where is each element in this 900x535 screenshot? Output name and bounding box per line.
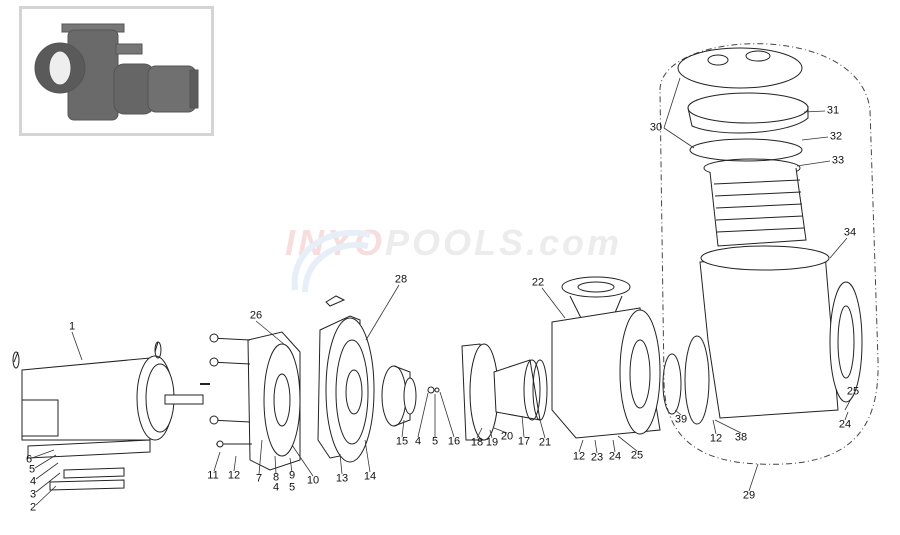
part-callout-5b: 5	[288, 481, 296, 494]
part-callout-12b: 12	[572, 450, 586, 463]
part-callout-1: 1	[68, 320, 76, 333]
volute-housing-drawing-icon	[551, 276, 682, 439]
seal-housing-drawing-icon	[317, 295, 375, 463]
part-callout-29: 29	[742, 489, 756, 502]
part-callout-14: 14	[363, 470, 377, 483]
part-callout-31: 31	[826, 104, 840, 117]
part-callout-16: 16	[447, 435, 461, 448]
part-callout-19: 19	[485, 436, 499, 449]
part-callout-11: 11	[207, 469, 219, 482]
part-callout-28: 28	[394, 273, 408, 286]
part-callout-26: 26	[249, 309, 263, 322]
part-callout-12a: 12	[227, 469, 241, 482]
part-callout-24a: 24	[608, 450, 622, 463]
lid-ring-drawing-icon	[677, 47, 809, 162]
leader-lines	[31, 77, 853, 506]
part-callout-8: 8	[272, 471, 280, 484]
part-callout-9: 9	[288, 469, 296, 482]
part-callout-25b: 25	[846, 385, 860, 398]
part-callout-21: 21	[538, 436, 552, 449]
part-callout-17: 17	[517, 435, 531, 448]
adapter-bracket-drawing-icon	[209, 331, 301, 471]
motor-drawing-icon	[12, 341, 210, 491]
part-callout-7: 7	[255, 472, 263, 485]
part-callout-3: 3	[29, 488, 37, 501]
strainer-group-outline	[659, 43, 879, 465]
part-callout-25a: 25	[630, 449, 644, 462]
watermark-swirl-icon	[291, 229, 371, 293]
diffuser-drawing-icon	[461, 343, 548, 441]
part-callout-20: 20	[500, 430, 514, 443]
part-callout-15: 15	[395, 435, 409, 448]
part-callout-6: 6	[25, 453, 33, 466]
part-callout-34: 34	[843, 226, 857, 239]
part-callout-39: 39	[674, 413, 688, 426]
part-callout-38: 38	[734, 431, 748, 444]
strainer-basket-drawing-icon	[703, 158, 807, 247]
strainer-pot-drawing-icon	[684, 245, 863, 425]
part-callout-33: 33	[831, 154, 845, 167]
part-callout-2: 2	[29, 501, 37, 514]
part-callout-10: 10	[306, 474, 320, 487]
part-callout-32: 32	[829, 130, 843, 143]
part-callout-13: 13	[335, 472, 349, 485]
pump-photo-icon	[34, 23, 199, 121]
part-callout-4a: 4	[29, 475, 37, 488]
impeller-drawing-icon	[381, 365, 440, 427]
part-callout-18: 18	[470, 436, 484, 449]
part-callout-24b: 24	[838, 418, 852, 431]
part-callout-22: 22	[531, 276, 545, 289]
part-callout-4b: 4	[272, 481, 280, 494]
part-callout-12c: 12	[709, 432, 723, 445]
part-callout-5a: 5	[28, 463, 36, 476]
part-callout-4c: 4	[414, 435, 422, 448]
part-callout-23: 23	[590, 451, 604, 464]
part-callout-5c: 5	[431, 435, 439, 448]
part-callout-30: 30	[649, 121, 663, 134]
